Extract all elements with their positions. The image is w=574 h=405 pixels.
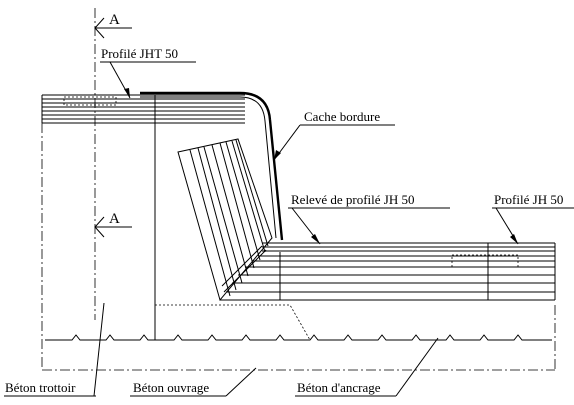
label-beton-ancrage: Béton d'ancrage	[297, 380, 381, 395]
cache-bordure	[140, 91, 284, 241]
section-letter-bottom: A	[109, 211, 120, 227]
profile-jh-50	[220, 242, 556, 301]
anchorage-boundary	[155, 304, 311, 341]
label-cache-bordure: Cache bordure	[304, 109, 380, 124]
profile-jht-50	[41, 94, 245, 124]
section-mark-top: A	[94, 12, 132, 39]
reinforcement-line	[45, 334, 552, 341]
section-mark-bottom: A	[94, 211, 132, 238]
leaders	[4, 61, 574, 397]
label-releve: Relevé de profilé JH 50	[291, 192, 414, 207]
label-profile-jh: Profilé JH 50	[494, 192, 563, 207]
label-beton-ouvrage: Béton ouvrage	[133, 380, 209, 395]
label-profile-jht: Profilé JHT 50	[101, 46, 178, 61]
section-letter-top: A	[109, 12, 120, 28]
label-beton-trottoir: Béton trottoir	[5, 380, 76, 395]
concrete-outline	[41, 95, 556, 371]
releve-profile-jh-50	[177, 138, 273, 302]
